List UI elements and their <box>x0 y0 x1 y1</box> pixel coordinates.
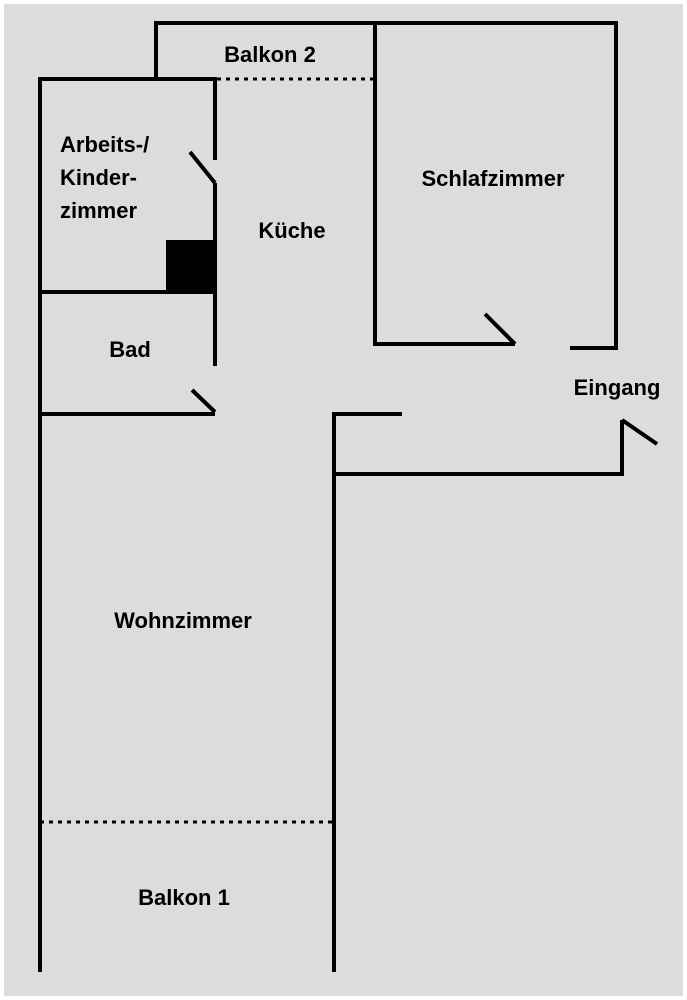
label-bad: Bad <box>109 337 151 362</box>
label-eingang: Eingang <box>574 375 661 400</box>
door-eingang <box>620 418 659 446</box>
balcony-lines <box>40 77 375 824</box>
wall-schlafzimmer-outer <box>375 21 618 350</box>
label-arbeitszimmer-3: zimmer <box>60 198 137 223</box>
wall-schlafzimmer-left <box>373 23 515 346</box>
wall-arbeitszimmer-top <box>38 77 217 420</box>
label-arbeitszimmer-1: Arbeits-/ <box>60 132 149 157</box>
label-wohnzimmer: Wohnzimmer <box>114 608 252 633</box>
label-balkon1: Balkon 1 <box>138 885 230 910</box>
plan-background <box>4 4 683 996</box>
walls <box>38 21 624 972</box>
door-bad <box>190 388 217 414</box>
label-kueche: Küche <box>258 218 325 243</box>
label-balkon2: Balkon 2 <box>224 42 316 67</box>
door-arbeitszimmer <box>188 150 217 185</box>
label-arbeitszimmer-2: Kinder- <box>60 165 137 190</box>
room-labels: Balkon 2 Arbeits-/ Kinder- zimmer Küche … <box>60 42 660 910</box>
label-schlafzimmer: Schlafzimmer <box>421 166 564 191</box>
door-schlafzimmer <box>483 312 517 346</box>
chimney-block <box>166 240 215 292</box>
wall-wohnzimmer-right <box>332 412 402 972</box>
doors <box>188 150 659 446</box>
wall-eingang <box>334 420 624 476</box>
wall-balkon2 <box>154 21 375 79</box>
